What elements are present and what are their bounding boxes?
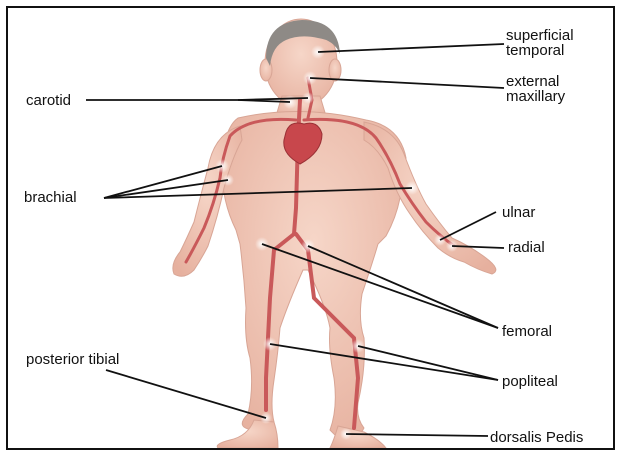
label-carotid: carotid (26, 93, 71, 108)
leader-carotid (86, 100, 290, 102)
label-superficial-temporal: superficial temporal (506, 28, 574, 58)
leader-popliteal-right (270, 344, 498, 380)
leader-popliteal-left (358, 346, 498, 380)
leader-superficial-temporal (318, 44, 504, 52)
label-brachial: brachial (24, 190, 77, 205)
leader-external-maxillary (310, 78, 504, 88)
leader-ulnar (440, 212, 496, 240)
label-popliteal: popliteal (502, 374, 558, 389)
diagram-frame: superficial temporal external maxillary … (6, 6, 615, 450)
label-ulnar: ulnar (502, 205, 535, 220)
leader-posterior-tibial (106, 370, 266, 418)
label-dorsalis-pedis: dorsalis Pedis (490, 430, 583, 445)
label-femoral: femoral (502, 324, 552, 339)
label-posterior-tibial: posterior tibial (26, 352, 119, 367)
ear (329, 59, 341, 81)
torso-and-legs (222, 111, 406, 438)
label-radial: radial (508, 240, 545, 255)
label-external-maxillary: external maxillary (506, 74, 565, 104)
human-figure (173, 19, 496, 448)
